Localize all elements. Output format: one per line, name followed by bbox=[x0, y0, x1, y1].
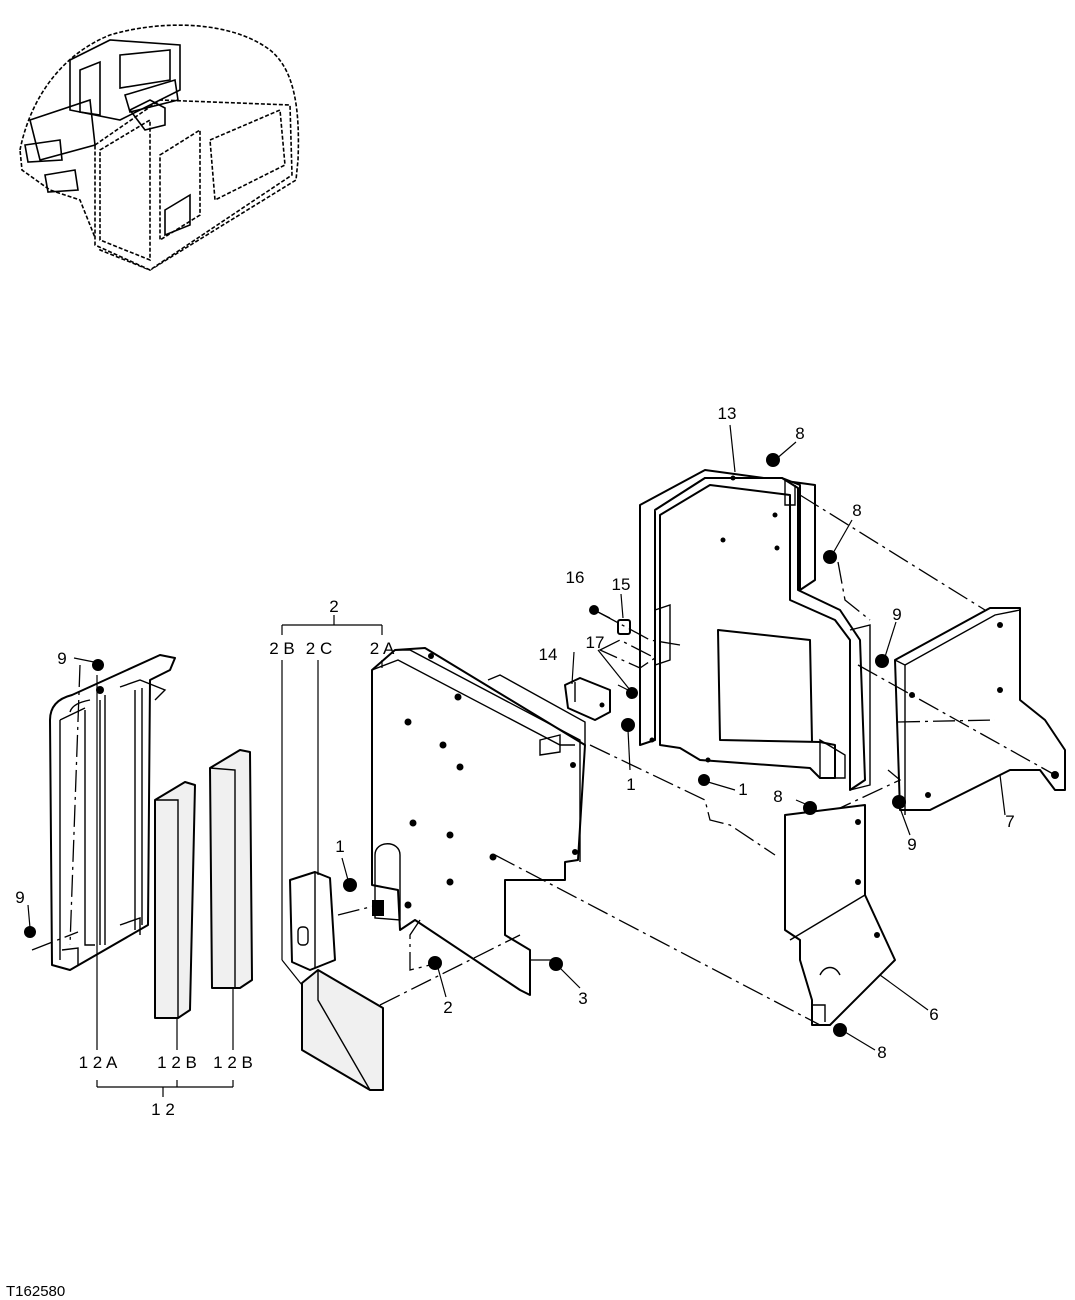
callout-12-group: 1 2 bbox=[151, 1100, 175, 1119]
part-12a-frame bbox=[49, 654, 176, 971]
part-2a-panel bbox=[371, 647, 586, 996]
callout-9: 9 bbox=[907, 835, 916, 854]
callout-8: 8 bbox=[795, 424, 804, 443]
callout-2b: 2 B bbox=[269, 639, 295, 658]
callout-3: 3 bbox=[578, 989, 587, 1008]
part-14-clip bbox=[564, 677, 611, 721]
part-12b-pad-left bbox=[154, 781, 196, 1019]
callout-12a: 1 2 A bbox=[79, 1053, 118, 1072]
callout-7: 7 bbox=[1005, 812, 1014, 831]
callout-9: 9 bbox=[57, 649, 66, 668]
leader-lines bbox=[27, 424, 1006, 1097]
callout-14: 14 bbox=[539, 645, 558, 664]
callout-1: 1 bbox=[335, 837, 344, 856]
part-7-panel bbox=[894, 607, 1066, 815]
callout-labels: 13 8 8 9 16 15 17 14 1 1 8 9 7 6 8 3 2 1… bbox=[15, 404, 1014, 1119]
part-15-nut bbox=[617, 619, 631, 635]
callout-2c: 2 C bbox=[306, 639, 332, 658]
callout-8: 8 bbox=[877, 1043, 886, 1062]
callout-1: 1 bbox=[626, 775, 635, 794]
cab-locator-view bbox=[19, 24, 300, 271]
callout-6: 6 bbox=[929, 1005, 938, 1024]
part-12b-pad-right bbox=[209, 749, 253, 989]
part-17-screw bbox=[617, 684, 638, 699]
part-13-bracket bbox=[639, 469, 871, 791]
callout-8: 8 bbox=[773, 787, 782, 806]
fastener-markers bbox=[24, 453, 906, 1037]
part-6-panel bbox=[784, 804, 896, 1026]
callout-2: 2 bbox=[443, 998, 452, 1017]
part-2c-cover bbox=[289, 871, 336, 971]
callout-1: 1 bbox=[738, 780, 747, 799]
callout-12b: 1 2 B bbox=[157, 1053, 197, 1072]
callout-8: 8 bbox=[852, 501, 861, 520]
callout-12b: 1 2 B bbox=[213, 1053, 253, 1072]
figure-code: T162580 bbox=[6, 1283, 65, 1300]
callout-9: 9 bbox=[15, 888, 24, 907]
callout-16: 16 bbox=[566, 568, 585, 587]
callout-9: 9 bbox=[892, 605, 901, 624]
callout-13: 13 bbox=[718, 404, 737, 423]
part-2b-pad bbox=[301, 969, 384, 1091]
callout-17: 17 bbox=[586, 633, 605, 652]
callout-2-group: 2 bbox=[329, 597, 338, 616]
callout-2a: 2 A bbox=[370, 639, 395, 658]
assembly-lines bbox=[31, 494, 1056, 1026]
callout-15: 15 bbox=[612, 575, 631, 594]
